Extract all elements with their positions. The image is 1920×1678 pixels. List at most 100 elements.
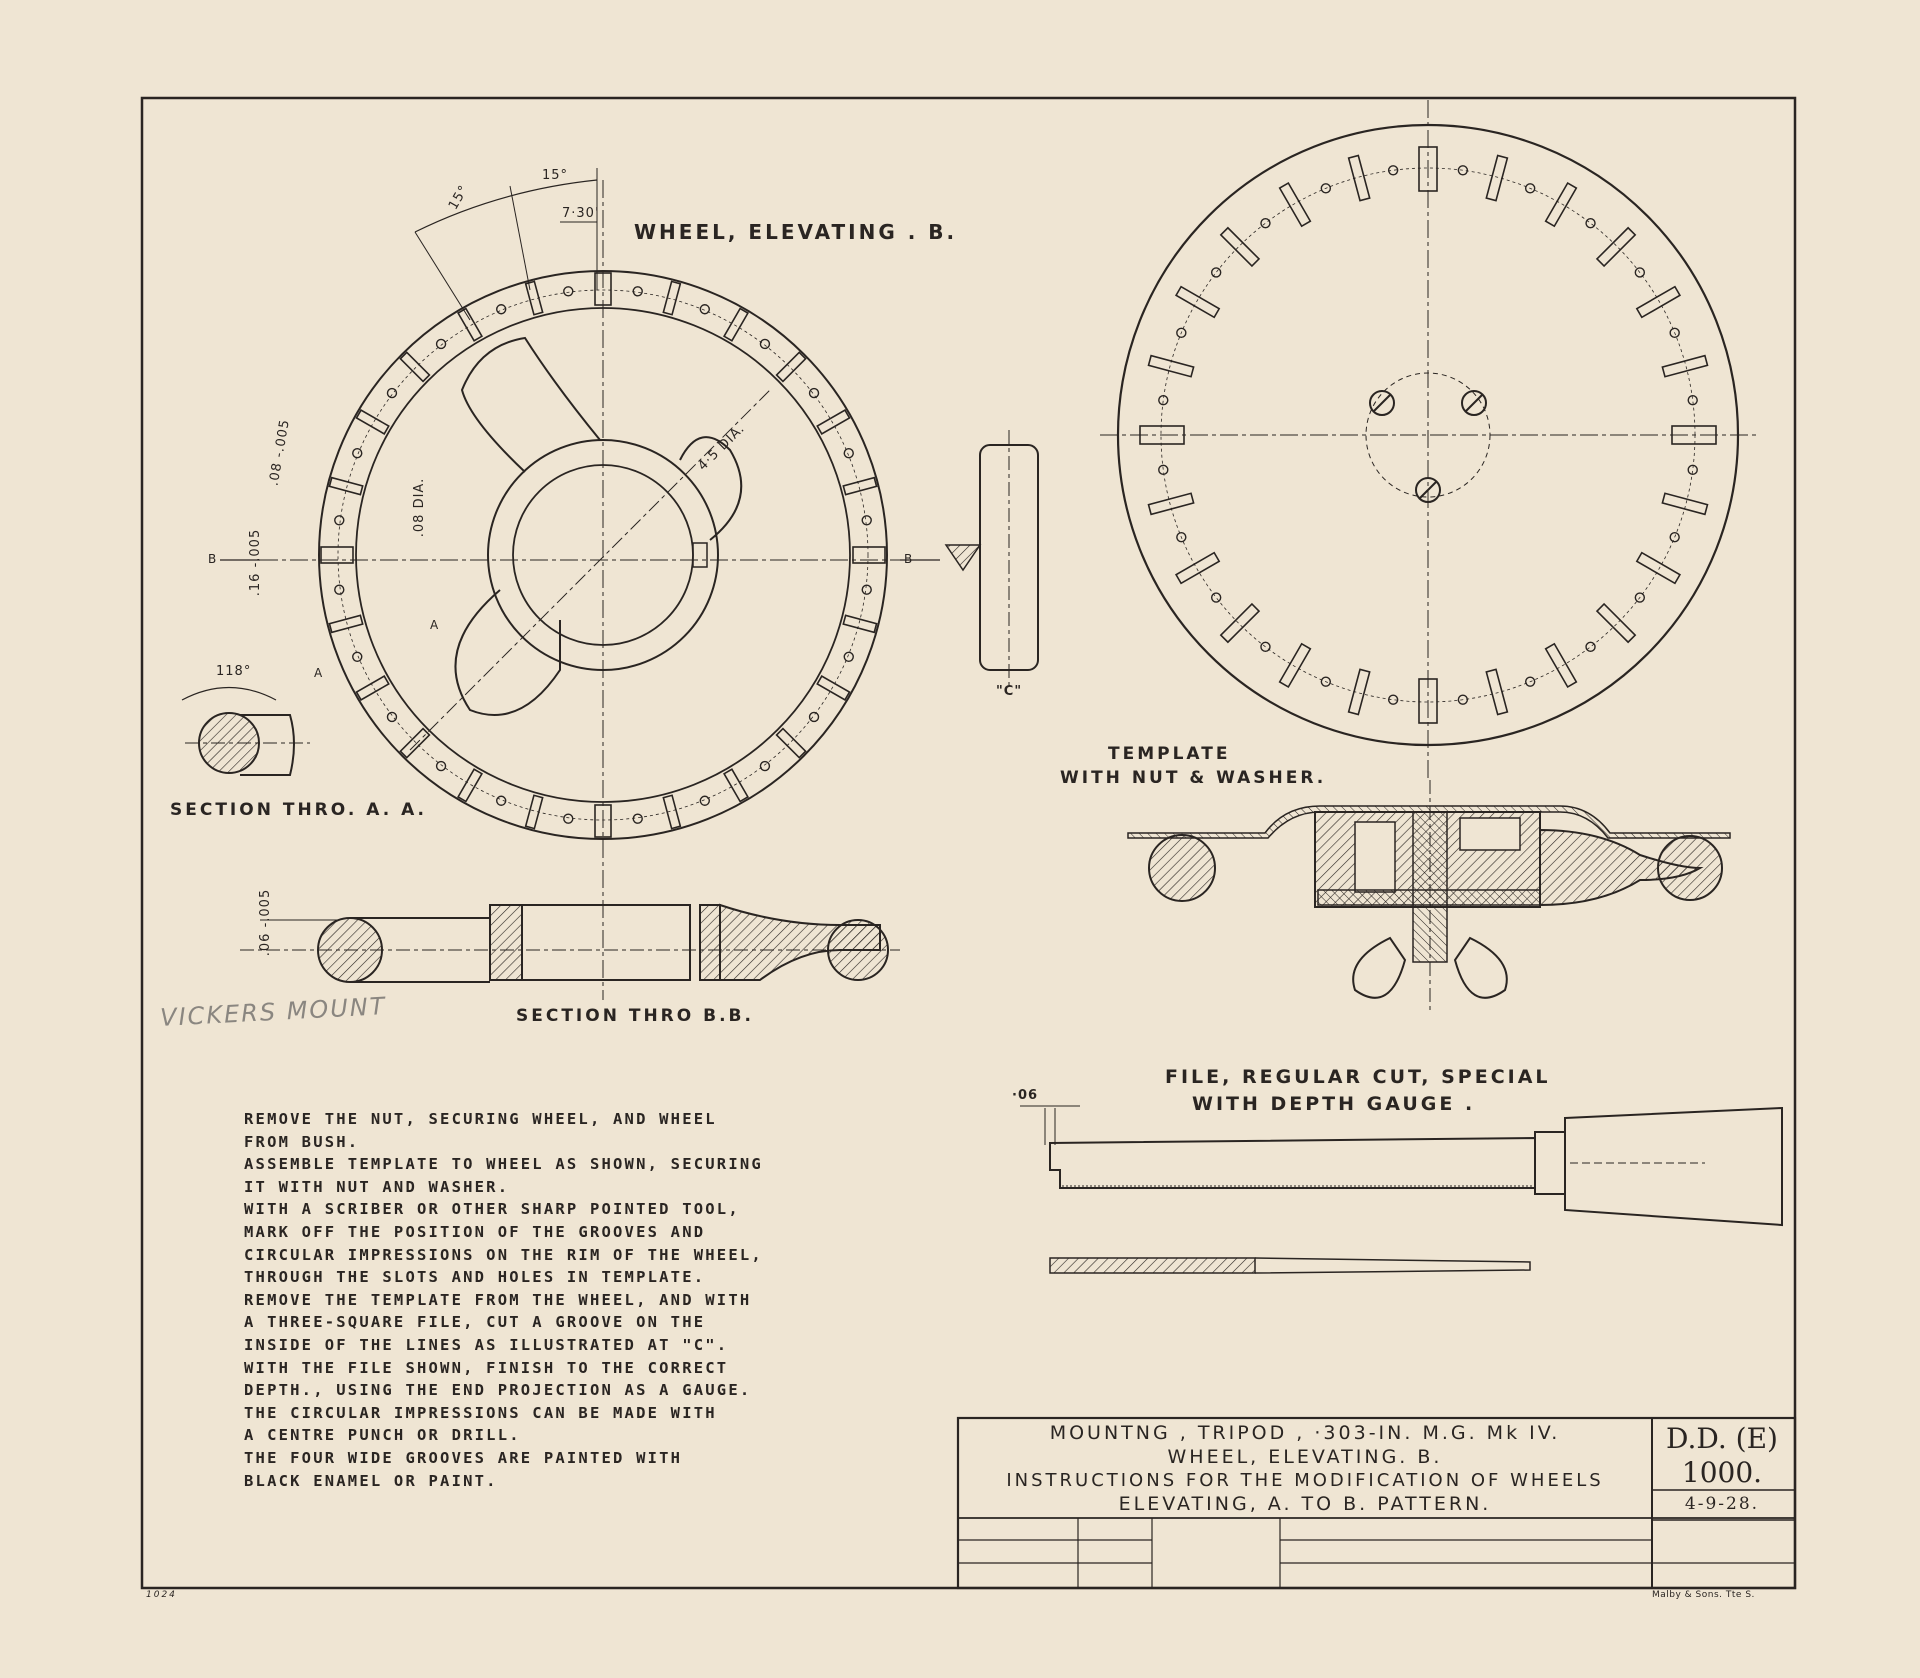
template-title: TEMPLATE bbox=[1108, 744, 1231, 764]
rim-hole bbox=[1387, 165, 1399, 176]
rim-hole bbox=[352, 448, 363, 459]
rim-hole bbox=[1457, 694, 1469, 705]
section-bb-label: SECTION THRO B.B. bbox=[516, 1006, 754, 1026]
rim-slot bbox=[1661, 492, 1709, 516]
rim-hole bbox=[1669, 531, 1680, 543]
rim-hole bbox=[759, 760, 771, 772]
rim-slot bbox=[328, 614, 364, 634]
rim-hole bbox=[435, 338, 447, 350]
rim-slot bbox=[1485, 154, 1509, 202]
note-line: THE CIRCULAR IMPRESSIONS CAN BE MADE WIT… bbox=[244, 1403, 717, 1422]
rim-hole bbox=[1457, 165, 1469, 176]
rim-slot bbox=[1347, 668, 1371, 716]
title-line-3: INSTRUCTIONS FOR THE MODIFICATION OF WHE… bbox=[1006, 1470, 1604, 1491]
note-line: THE FOUR WIDE GROOVES ARE PAINTED WITH bbox=[244, 1448, 683, 1467]
rim-hole bbox=[334, 515, 345, 526]
rim-slot bbox=[775, 727, 807, 759]
rim-slot bbox=[1174, 551, 1221, 585]
note-line: BLACK ENAMEL OR PAINT. bbox=[244, 1471, 498, 1490]
rim-hole bbox=[843, 651, 854, 662]
slot-16-label: .16 -.005 bbox=[248, 528, 264, 597]
marker-b-right: B bbox=[904, 552, 914, 566]
footer-left-mark: 1024 bbox=[146, 1590, 177, 1600]
rim-hole bbox=[1176, 531, 1187, 543]
template-view bbox=[1100, 100, 1760, 780]
rim-hole bbox=[1687, 394, 1698, 406]
drawing-number: 1000. bbox=[1681, 1456, 1763, 1489]
note-line: THROUGH THE SLOTS AND HOLES IN TEMPLATE. bbox=[244, 1268, 706, 1287]
note-line: WITH THE FILE SHOWN, FINISH TO THE CORRE… bbox=[244, 1358, 729, 1377]
section-bb-view bbox=[240, 903, 900, 983]
printer-mark: Malby & Sons. Tte S. bbox=[1652, 1590, 1755, 1600]
rim-slot bbox=[355, 675, 390, 701]
marker-b-left: B bbox=[208, 552, 218, 566]
rim-hole bbox=[1524, 676, 1536, 687]
rim-slot bbox=[1174, 285, 1221, 319]
rim-hole bbox=[563, 813, 574, 824]
rim-hole bbox=[759, 338, 771, 350]
marker-a-right: A bbox=[430, 618, 440, 632]
template-section-view bbox=[1127, 780, 1731, 1010]
rim-hole bbox=[1176, 327, 1187, 339]
rim-slot bbox=[1544, 642, 1578, 689]
rim-slot bbox=[723, 307, 749, 342]
wheel-rim-slots bbox=[320, 272, 886, 838]
rim-slot bbox=[399, 351, 431, 383]
rim-slot bbox=[1347, 154, 1371, 202]
note-line: MARK OFF THE POSITION OF THE GROOVES AND bbox=[244, 1222, 706, 1241]
rim-hole bbox=[808, 387, 820, 399]
note-line: A CENTRE PUNCH OR DRILL. bbox=[244, 1426, 521, 1445]
rim-hole bbox=[334, 584, 345, 595]
note-line: A THREE-SQUARE FILE, CUT A GROOVE ON THE bbox=[244, 1313, 706, 1332]
rim-slot bbox=[355, 409, 390, 435]
rim-hole bbox=[1585, 641, 1596, 653]
section-aa-view bbox=[181, 687, 310, 776]
rim-hole bbox=[1210, 267, 1222, 278]
wheel-title: WHEEL, ELEVATING . B. bbox=[634, 220, 958, 244]
angle-label-2: 15° bbox=[542, 168, 569, 183]
rim-hole bbox=[386, 711, 398, 723]
rim-hole bbox=[352, 651, 363, 662]
title-line-1: MOUNTNG , TRIPOD , ·303-IN. M.G. Mk IV. bbox=[1049, 1422, 1561, 1444]
rim-hole bbox=[808, 711, 820, 723]
rim-hole bbox=[1260, 217, 1271, 229]
rim-hole bbox=[563, 286, 574, 297]
rim-slot bbox=[524, 280, 544, 316]
note-line: WITH A SCRIBER OR OTHER SHARP POINTED TO… bbox=[244, 1200, 740, 1219]
template-subtitle: WITH NUT & WASHER. bbox=[1060, 768, 1327, 788]
file-depth-label: ·06 bbox=[1012, 1088, 1039, 1103]
rim-hole bbox=[861, 515, 872, 526]
wheel-elevating-view bbox=[220, 168, 940, 1000]
rim-slot bbox=[1278, 642, 1312, 689]
note-line: IT WITH NUT AND WASHER. bbox=[244, 1177, 510, 1196]
rim-hole bbox=[1585, 217, 1596, 229]
rim-slot bbox=[1219, 226, 1261, 268]
rim-hole bbox=[1158, 464, 1169, 476]
rim-slot bbox=[842, 476, 878, 496]
rim-hole bbox=[843, 448, 854, 459]
rim-slot bbox=[1485, 668, 1509, 716]
rim-hole bbox=[1260, 641, 1271, 653]
rim-hole bbox=[1634, 592, 1646, 603]
rim-slot bbox=[457, 307, 483, 342]
rim-slot bbox=[662, 280, 682, 316]
rim-slot bbox=[723, 768, 749, 803]
rim-slot bbox=[662, 794, 682, 830]
title-line-4: ELEVATING, A. TO B. PATTERN. bbox=[1118, 1493, 1492, 1515]
rim-hole bbox=[861, 584, 872, 595]
rim-slot bbox=[775, 351, 807, 383]
rim-hole bbox=[1687, 464, 1698, 476]
rim-slot bbox=[852, 546, 886, 564]
marker-a-left: A bbox=[314, 666, 324, 680]
rim-slot bbox=[816, 409, 851, 435]
rim-hole bbox=[1320, 676, 1332, 687]
rim-hole bbox=[632, 286, 643, 297]
rim-slot bbox=[1278, 181, 1312, 228]
title-block-frame bbox=[956, 1416, 1797, 1590]
rim-slot bbox=[1635, 285, 1682, 319]
detail-c-label: "C" bbox=[996, 684, 1023, 699]
rim-hole bbox=[435, 760, 447, 772]
note-line: DEPTH., USING THE END PROJECTION AS A GA… bbox=[244, 1381, 752, 1400]
title-line-2: WHEEL, ELEVATING. B. bbox=[1167, 1446, 1443, 1468]
